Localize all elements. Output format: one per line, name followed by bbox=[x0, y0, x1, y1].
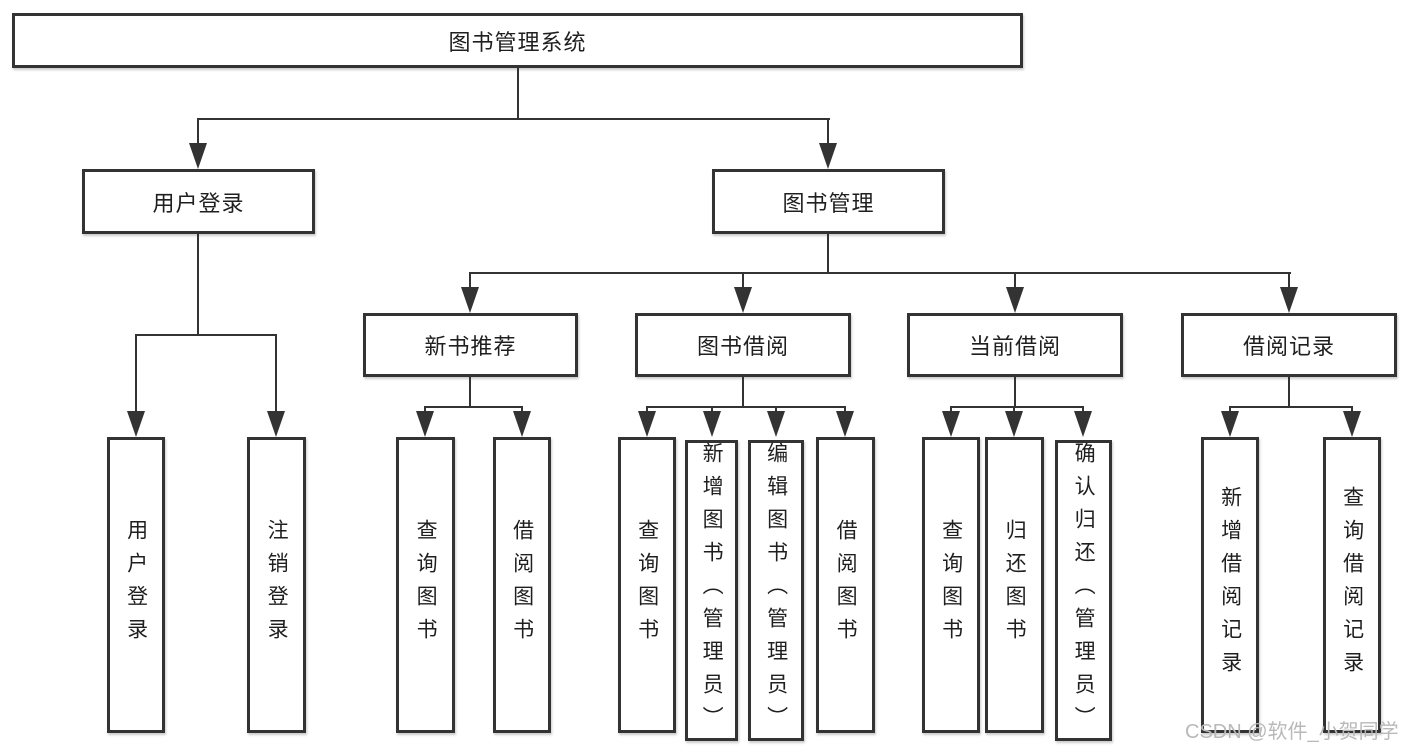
node-new-book-rec: 新书推荐 bbox=[363, 313, 578, 377]
arrow-borrow-records-icon bbox=[1280, 287, 1298, 313]
leaf-br-query-record: 查询借阅记录 bbox=[1323, 437, 1381, 733]
connector-drop-current-borrow bbox=[1014, 272, 1016, 288]
connector-drop-cb-query bbox=[950, 406, 952, 413]
arrow-book-mgmt-icon bbox=[819, 143, 837, 169]
leaf-user-login-label: 用户登录 bbox=[124, 519, 148, 651]
connector-drop-leaf-user-login bbox=[135, 334, 137, 413]
leaf-bb-add-book: 新增图书（管理员） bbox=[685, 440, 738, 741]
connector-drop-nbr-query bbox=[424, 406, 426, 413]
leaf-cb-return-book-label: 归还图书 bbox=[1003, 519, 1027, 651]
leaf-logout-label: 注销登录 bbox=[265, 519, 289, 651]
node-root: 图书管理系统 bbox=[12, 13, 1023, 68]
node-book-mgmt: 图书管理 bbox=[712, 169, 945, 234]
leaf-nbr-borrow-book-label: 借阅图书 bbox=[510, 519, 534, 651]
leaf-br-query-record-label: 查询借阅记录 bbox=[1340, 486, 1364, 684]
connector-drop-bb-borrow bbox=[844, 406, 846, 413]
arrow-current-borrow-icon bbox=[1006, 287, 1024, 313]
leaf-bb-edit-book-label: 编辑图书（管理员） bbox=[764, 442, 788, 739]
leaf-cb-query-book: 查询图书 bbox=[922, 437, 980, 733]
connector-drop-book-borrow bbox=[742, 272, 744, 288]
leaf-bb-borrow-book-label: 借阅图书 bbox=[834, 519, 858, 651]
arrow-cb-query-icon bbox=[942, 411, 960, 437]
connector-root-riser bbox=[517, 68, 519, 119]
leaf-user-login: 用户登录 bbox=[107, 437, 165, 733]
connector-current-borrow-bus bbox=[950, 406, 1084, 408]
arrow-bb-add-icon bbox=[703, 411, 721, 437]
connector-new-book-rec-bus bbox=[424, 406, 523, 408]
arrow-bb-edit-icon bbox=[767, 411, 785, 437]
arrow-leaf-logout-icon bbox=[267, 411, 285, 437]
connector-new-book-rec-riser bbox=[469, 377, 471, 407]
connector-drop-nbr-borrow bbox=[521, 406, 523, 413]
arrow-user-login-icon bbox=[189, 143, 207, 169]
connector-drop-book-mgmt bbox=[827, 118, 829, 146]
connector-drop-br-query bbox=[1351, 406, 1353, 413]
connector-drop-new-book-rec bbox=[469, 272, 471, 288]
connector-user-login-riser bbox=[197, 233, 199, 336]
arrow-bb-borrow-icon bbox=[836, 411, 854, 437]
connector-drop-bb-query bbox=[646, 406, 648, 413]
node-borrow-records: 借阅记录 bbox=[1181, 313, 1397, 377]
leaf-cb-return-book: 归还图书 bbox=[985, 437, 1044, 733]
arrow-nbr-query-icon bbox=[416, 411, 434, 437]
connector-drop-cb-return bbox=[1013, 406, 1015, 413]
connector-borrow-records-bus bbox=[1229, 406, 1353, 408]
leaf-nbr-borrow-book: 借阅图书 bbox=[493, 437, 551, 733]
arrow-br-query-icon bbox=[1343, 411, 1361, 437]
leaf-cb-confirm-return: 确认归还（管理员） bbox=[1055, 440, 1112, 741]
connector-book-borrow-bus bbox=[646, 406, 846, 408]
leaf-nbr-query-book: 查询图书 bbox=[396, 437, 455, 733]
leaf-logout: 注销登录 bbox=[247, 437, 306, 733]
leaf-bb-borrow-book: 借阅图书 bbox=[816, 437, 875, 733]
connector-level2-bus bbox=[197, 118, 830, 120]
connector-book-borrow-riser bbox=[742, 377, 744, 407]
connector-drop-leaf-logout bbox=[275, 334, 277, 413]
connector-drop-bb-edit bbox=[775, 406, 777, 413]
csdn-watermark: CSDN @软件_小贺同学 bbox=[1185, 721, 1399, 743]
arrow-cb-confirm-icon bbox=[1074, 411, 1092, 437]
arrow-nbr-borrow-icon bbox=[513, 411, 531, 437]
leaf-bb-add-book-label: 新增图书（管理员） bbox=[700, 442, 724, 739]
leaf-cb-query-book-label: 查询图书 bbox=[939, 519, 963, 651]
leaf-nbr-query-book-label: 查询图书 bbox=[414, 519, 438, 651]
leaf-bb-query-book: 查询图书 bbox=[618, 437, 676, 733]
connector-drop-br-add bbox=[1229, 406, 1231, 413]
connector-user-login-bus bbox=[135, 334, 277, 336]
node-current-borrow: 当前借阅 bbox=[907, 313, 1123, 377]
leaf-br-add-record-label: 新增借阅记录 bbox=[1218, 486, 1242, 684]
connector-borrow-records-riser bbox=[1288, 377, 1290, 407]
connector-level3-bus bbox=[469, 272, 1291, 274]
leaf-cb-confirm-return-label: 确认归还（管理员） bbox=[1072, 442, 1096, 739]
arrow-br-add-icon bbox=[1221, 411, 1239, 437]
arrow-cb-return-icon bbox=[1005, 411, 1023, 437]
arrow-new-book-rec-icon bbox=[461, 287, 479, 313]
leaf-bb-query-book-label: 查询图书 bbox=[635, 519, 659, 651]
leaf-br-add-record: 新增借阅记录 bbox=[1201, 437, 1259, 733]
connector-book-mgmt-riser bbox=[827, 233, 829, 274]
node-user-login: 用户登录 bbox=[82, 169, 315, 234]
connector-drop-cb-confirm bbox=[1082, 406, 1084, 413]
connector-drop-bb-add bbox=[711, 406, 713, 413]
node-book-borrow: 图书借阅 bbox=[635, 313, 851, 377]
connector-current-borrow-riser bbox=[1014, 377, 1016, 407]
arrow-leaf-user-login-icon bbox=[127, 411, 145, 437]
connector-drop-borrow-records bbox=[1288, 272, 1290, 288]
leaf-bb-edit-book: 编辑图书（管理员） bbox=[748, 440, 804, 741]
arrow-book-borrow-icon bbox=[734, 287, 752, 313]
connector-drop-user-login bbox=[197, 118, 199, 146]
arrow-bb-query-icon bbox=[638, 411, 656, 437]
